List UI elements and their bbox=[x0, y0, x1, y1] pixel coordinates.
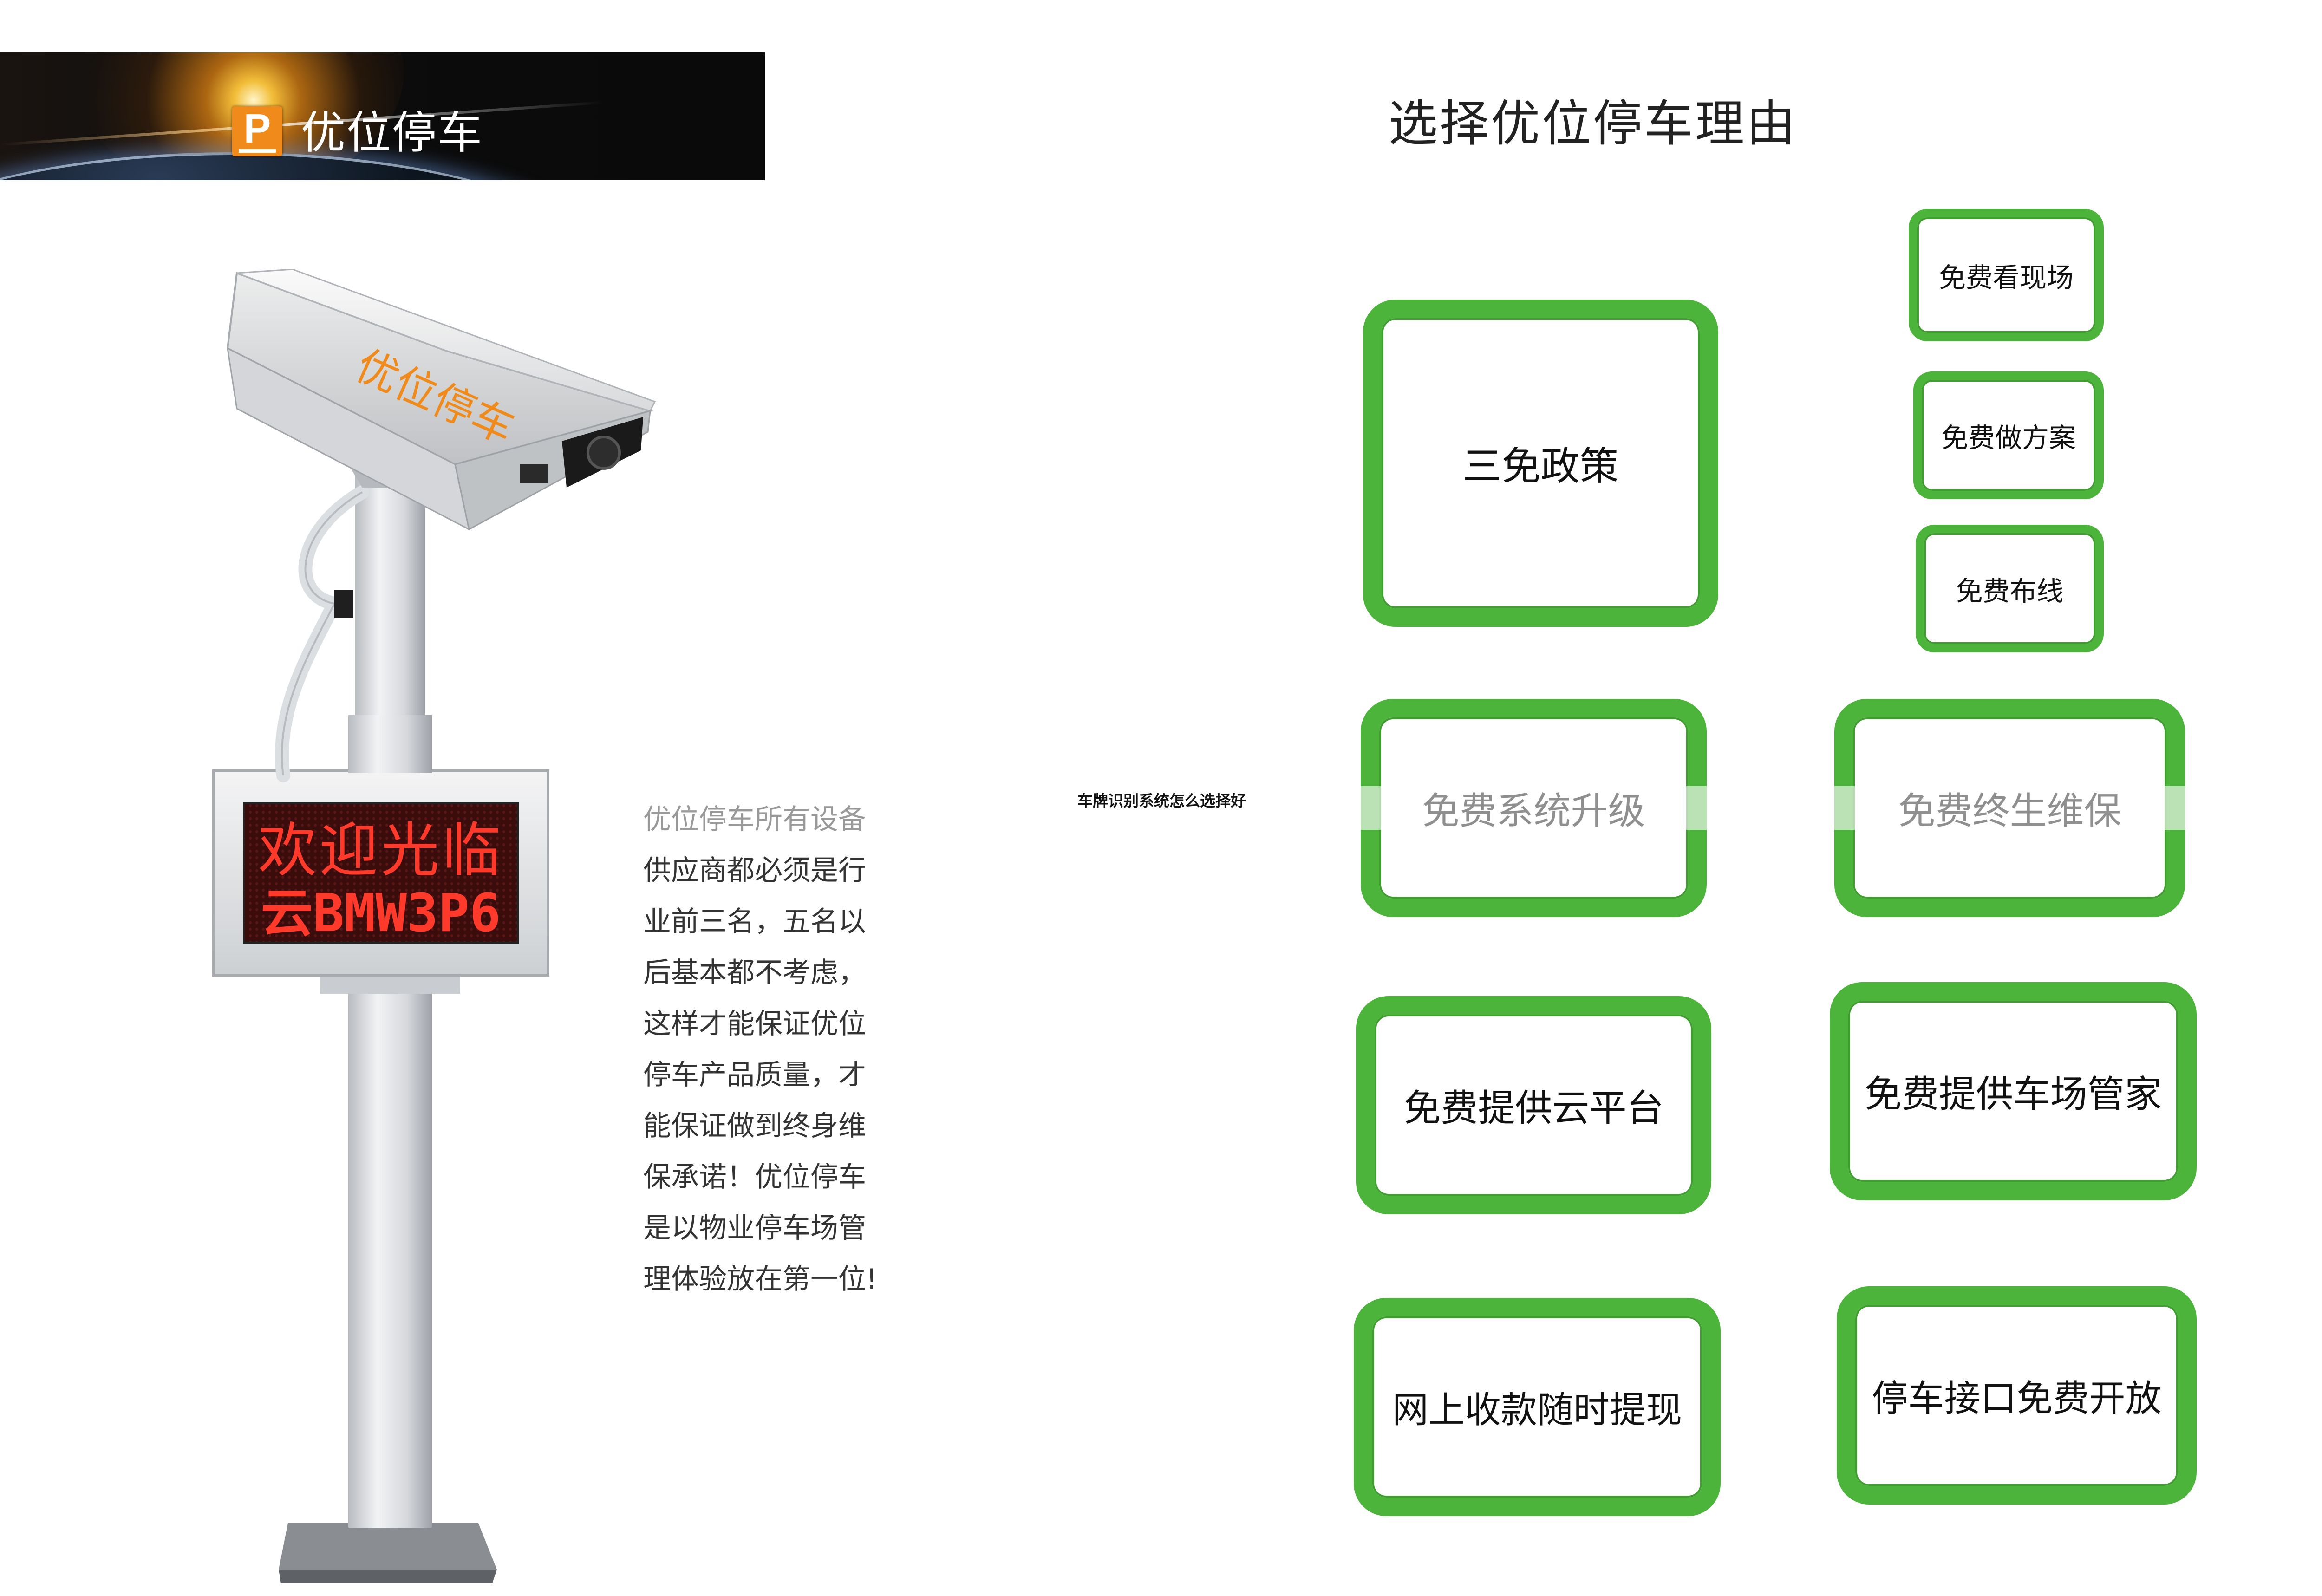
parking-logo-icon: P bbox=[232, 106, 282, 156]
card-online-payment-withdraw: 网上收款随时提现 bbox=[1354, 1298, 1721, 1516]
card-free-parking-interface: 停车接口免费开放 bbox=[1837, 1286, 2197, 1505]
card-free-site-visit: 免费看现场 bbox=[1909, 209, 2104, 341]
card-free-plan: 免费做方案 bbox=[1913, 371, 2104, 499]
description-line: 优位停车所有设备 bbox=[643, 803, 866, 836]
description-line: 这样才能保证优位 bbox=[643, 1008, 866, 1040]
description-line: 是以物业停车场管 bbox=[643, 1212, 866, 1244]
card-free-parking-manager: 免费提供车场管家 bbox=[1830, 982, 2197, 1200]
led-line-2: 云BMW3P6 bbox=[261, 883, 501, 944]
led-line-1: 欢迎光临 bbox=[258, 816, 503, 885]
brand-name: 优位停车 bbox=[301, 107, 483, 159]
description-text: 优位停车所有设备 供应商都必须是行 业前三名，五名以 后基本都不考虑， 这样才能… bbox=[643, 794, 903, 1305]
description-line: 保承诺！优位停车 bbox=[643, 1161, 866, 1193]
card-three-free-policy: 三免政策 bbox=[1363, 300, 1718, 627]
description-line: 业前三名，五名以 bbox=[643, 905, 866, 938]
page-title: 选择优位停车理由 bbox=[1389, 95, 1797, 152]
description-line: 停车产品质量，才 bbox=[643, 1059, 866, 1091]
description-line: 后基本都不考虑， bbox=[643, 957, 866, 989]
card-free-system-upgrade: 免费系统升级 bbox=[1361, 699, 1707, 917]
description-line: 理体验放在第一位! bbox=[643, 1263, 878, 1296]
camera-pole-illustration: 欢迎光临 云BMW3P6 优位停车 bbox=[212, 269, 656, 1583]
description-line: 供应商都必须是行 bbox=[643, 854, 866, 887]
card-free-lifetime-maintenance: 免费终生维保 bbox=[1834, 699, 2185, 917]
card-free-wiring: 免费布线 bbox=[1916, 525, 2104, 652]
section-heading: 车牌识别系统怎么选择好 bbox=[1077, 792, 1246, 810]
card-free-cloud-platform: 免费提供云平台 bbox=[1356, 996, 1711, 1214]
header-banner: P 优位停车 bbox=[0, 52, 765, 180]
description-line: 能保证做到终身维 bbox=[643, 1110, 866, 1142]
